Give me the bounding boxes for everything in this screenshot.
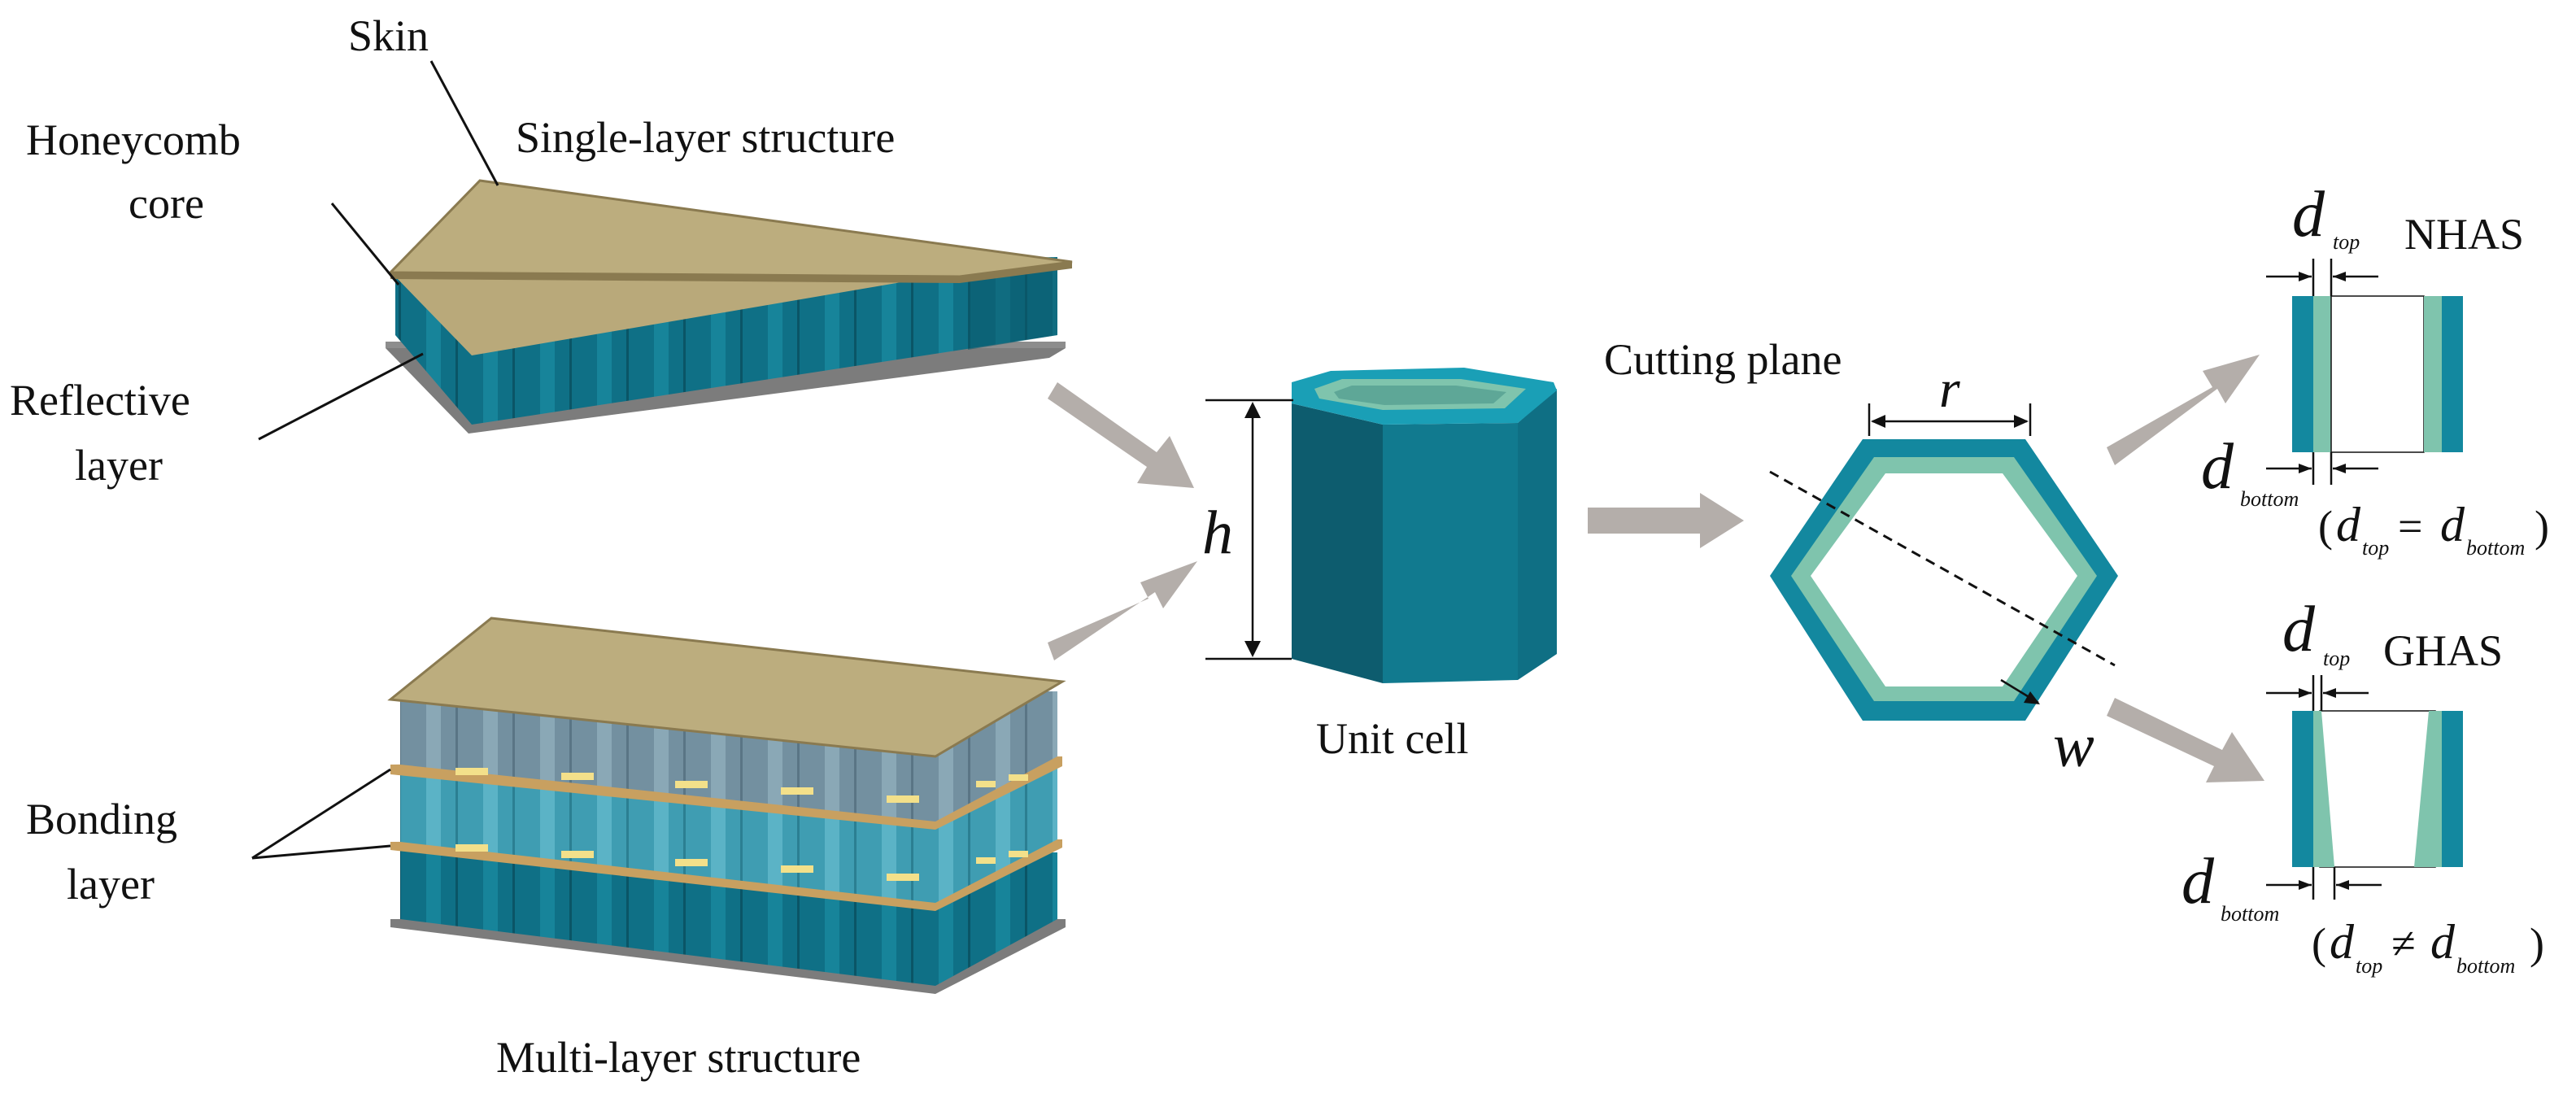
nhas-eq-top: top: [2362, 536, 2389, 560]
ghas-eq-bottom: bottom: [2456, 954, 2515, 978]
nhas-d-top-symbol: d: [2292, 179, 2325, 251]
nhas-left-wall: [2292, 296, 2313, 452]
nhas-eq-open-paren: (: [2318, 502, 2333, 551]
bonding-layer-label-line1: Bonding: [26, 795, 177, 843]
nhas-d-bottom-symbol: d: [2201, 431, 2234, 503]
honeycomb-core-side-single: [968, 257, 1057, 350]
reflective-layer-label-line2: layer: [75, 441, 163, 490]
ghas-eq-top: top: [2356, 954, 2382, 978]
ghas-eq-not-equal-sign: ≠: [2391, 919, 2416, 968]
ghas-dbottom-arrow-right: [2336, 880, 2349, 890]
multi-layer-structure-label: Multi-layer structure: [496, 1033, 861, 1082]
r-dim-arrow-left: [1871, 415, 1885, 428]
nhas-right-coating: [2424, 296, 2442, 452]
nhas-dbottom-arrow-right: [2333, 464, 2346, 473]
reflective-layer-label-line1: Reflective: [10, 376, 190, 425]
ghas-eq-d2: d: [2430, 915, 2456, 969]
honeycomb-core-leader: [330, 203, 400, 285]
bonding-layer-label-line2: layer: [67, 860, 155, 909]
bonding-layer-leader-upper: [251, 768, 391, 860]
r-symbol: r: [1939, 360, 1960, 419]
arrow-hex-to-ghas: [2107, 698, 2264, 782]
skin-leader: [429, 60, 499, 186]
r-dim-arrow-right: [2014, 415, 2029, 428]
ghas-dtop-arrow-left: [2299, 688, 2312, 698]
ghas-dbottom-arrow-left: [2299, 880, 2312, 890]
ghas-section: [2266, 675, 2463, 900]
ghas-dtop-arrow-right: [2323, 688, 2336, 698]
multi-layer-structure: [387, 617, 1066, 994]
arrow-single-to-unit: [1048, 382, 1194, 488]
nhas-label: NHAS: [2404, 210, 2524, 259]
unit-cell-label: Unit cell: [1316, 714, 1468, 763]
unit-cell-front-right: [1383, 423, 1518, 683]
unit-cell: [1292, 368, 1557, 683]
cutting-plane-label: Cutting plane: [1604, 335, 1842, 384]
h-symbol: h: [1202, 499, 1233, 567]
ghas-right-wall: [2442, 711, 2463, 867]
unit-cell-side-right: [1518, 389, 1557, 680]
arrow-multi-to-unit: [1048, 561, 1197, 660]
nhas-right-wall: [2442, 296, 2463, 452]
flow-arrows: [1048, 355, 2264, 782]
single-layer-structure-label: Single-layer structure: [516, 113, 895, 162]
ghas-right-coating: [2414, 711, 2442, 867]
cutting-plane-line: [1769, 470, 2116, 667]
ghas-d-bottom-subscript: bottom: [2221, 902, 2279, 926]
nhas-void: [2330, 295, 2425, 453]
skin-single-edge: [390, 262, 1072, 283]
nhas-d-bottom-subscript: bottom: [2240, 487, 2299, 511]
hexagon-void: [1811, 473, 2077, 686]
nhas-eq-bottom: bottom: [2466, 536, 2525, 560]
nhas-eq-d2: d: [2440, 498, 2465, 551]
skin-label: Skin: [348, 11, 429, 60]
nhas-equation: ( d top = d bottom ): [2318, 498, 2549, 560]
skin-single-top: [387, 179, 1073, 278]
ghas-d-top-subscript: top: [2323, 647, 2350, 670]
honeycomb-core-label-line2: core: [129, 179, 204, 228]
h-dim-arrow-top: [1244, 402, 1261, 418]
h-dim-arrow-bottom: [1244, 641, 1261, 657]
hexagon-cross-section: [1770, 439, 2118, 721]
bonding-pads: [455, 768, 1028, 881]
ghas-eq-close-paren: ): [2530, 919, 2544, 968]
ghas-eq-d1: d: [2330, 915, 2355, 969]
nhas-dtop-arrow-right: [2333, 272, 2346, 281]
nhas-dbottom-arrow-left: [2299, 464, 2312, 473]
ghas-equation: ( d top ≠ d bottom ): [2312, 915, 2544, 978]
w-symbol: w: [2053, 712, 2094, 780]
reflective-layer-leader: [258, 352, 424, 441]
skin-multi-top: [387, 617, 1066, 758]
single-layer-structure: [386, 179, 1073, 434]
ghas-d-top-symbol: d: [2282, 594, 2316, 665]
unit-cell-top-hole: [1334, 386, 1506, 405]
nhas-eq-d1: d: [2336, 498, 2361, 551]
arrow-hex-to-nhas: [2107, 355, 2260, 465]
nhas-section: [2266, 259, 2463, 485]
ghas-label: GHAS: [2383, 626, 2503, 675]
bonding-layer-leader-lower: [251, 844, 391, 860]
w-pointer-arrow: [2024, 691, 2040, 704]
nhas-d-top-subscript: top: [2333, 230, 2360, 254]
nhas-dtop-arrow-left: [2299, 272, 2312, 281]
ghas-left-coating-fill: [2313, 711, 2334, 867]
ghas-void: [2319, 710, 2436, 868]
nhas-eq-close-paren: ): [2535, 502, 2549, 551]
ghas-d-bottom-symbol: d: [2182, 846, 2215, 917]
nhas-eq-equal-sign: =: [2398, 502, 2422, 551]
nhas-left-coating: [2313, 296, 2331, 452]
arrow-unit-to-hex: [1588, 493, 1744, 548]
ghas-left-wall: [2292, 711, 2313, 867]
ghas-eq-open-paren: (: [2312, 919, 2326, 968]
unit-cell-front-left: [1292, 403, 1383, 683]
honeycomb-core-label-line1: Honeycomb: [26, 115, 241, 164]
